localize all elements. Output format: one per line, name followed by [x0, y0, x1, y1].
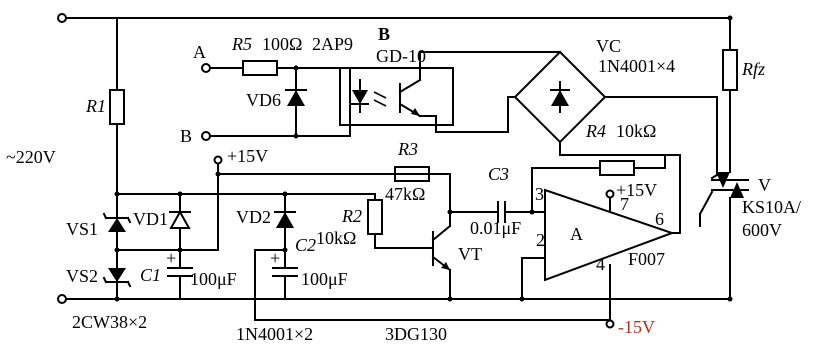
resistor-r3: [394, 166, 451, 213]
minus15-label: -15V: [618, 317, 655, 337]
vt-label: VT: [458, 244, 482, 264]
plus15-top-label: +15V: [227, 146, 268, 166]
c3-label: C3: [488, 164, 509, 184]
svg-text:+: +: [270, 248, 280, 268]
vd2-label: VD2: [236, 207, 271, 227]
bridge-rectifier-vc: [507, 50, 718, 176]
vd6-label: VD6: [246, 90, 281, 110]
resistor-rfz: [722, 17, 738, 163]
vs1-label: VS1: [66, 219, 98, 239]
capacitor-c1: +: [166, 248, 193, 300]
pin7-label: 7: [620, 194, 629, 214]
zener-part-label: 2CW38×2: [72, 312, 147, 332]
r2-value: 10kΩ: [316, 228, 356, 248]
vd1-label: VD1: [133, 209, 168, 229]
r5-label: R5: [231, 34, 252, 54]
vt-part-label: 3DG130: [385, 324, 447, 344]
input-network: [201, 60, 351, 141]
r3-value: 47kΩ: [385, 184, 425, 204]
opamp-f007: [521, 154, 681, 329]
capacitor-c2: +: [270, 248, 298, 300]
c2-label: C2: [295, 235, 316, 255]
triac-v: [698, 161, 749, 300]
mains-rails: [57, 13, 733, 304]
vc-label: VC: [596, 36, 621, 56]
plus15-op-label: +15V: [616, 180, 657, 200]
transistor-vt: [431, 211, 452, 300]
pin2-label: 2: [536, 230, 545, 250]
supply-label: ~220V: [6, 147, 56, 167]
r3-label: R3: [397, 139, 418, 159]
opamp-label: A: [570, 224, 583, 244]
diode-vd2: [274, 193, 296, 251]
terminal-a-label: A: [193, 42, 206, 62]
pin4-label: 4: [596, 254, 605, 274]
terminal-b-label: B: [180, 126, 192, 146]
zener-vs1: [102, 193, 132, 251]
c1-label: C1: [140, 265, 161, 285]
vd6-part-label: 2AP9: [312, 34, 353, 54]
diode-vd1: [169, 193, 191, 251]
capacitor-c3: [497, 201, 546, 223]
r4-label: R4: [585, 121, 606, 141]
opamp-part-label: F007: [628, 249, 665, 269]
opto-part-label: GD-10: [376, 46, 426, 66]
opto-b-label: B: [378, 24, 390, 44]
vs2-label: VS2: [66, 266, 98, 286]
r1-label: R1: [85, 96, 106, 116]
zener-vs2: [102, 249, 132, 300]
r1-resistor: [109, 17, 125, 195]
c3-value: 0.01μF: [470, 218, 521, 238]
r5-value: 100Ω: [262, 34, 302, 54]
r2-label: R2: [341, 206, 362, 226]
c1-value: 100μF: [190, 269, 237, 289]
triac-part-2: 600V: [742, 220, 782, 240]
r4-value: 10kΩ: [616, 121, 656, 141]
resistor-r2: [367, 193, 434, 249]
resistor-r4: [599, 154, 681, 176]
bridge-part-label: 1N4001×4: [598, 56, 675, 76]
svg-text:+: +: [166, 248, 176, 268]
rfz-label: Rfz: [741, 59, 765, 79]
pin3-label: 3: [535, 184, 544, 204]
pin6-label: 6: [655, 209, 664, 229]
diode-part-label: 1N4001×2: [236, 324, 313, 344]
c2-value: 100μF: [301, 269, 348, 289]
triac-part-1: KS10A/: [742, 197, 801, 217]
optocoupler-gd10: [339, 51, 561, 137]
triac-label: V: [758, 175, 771, 195]
